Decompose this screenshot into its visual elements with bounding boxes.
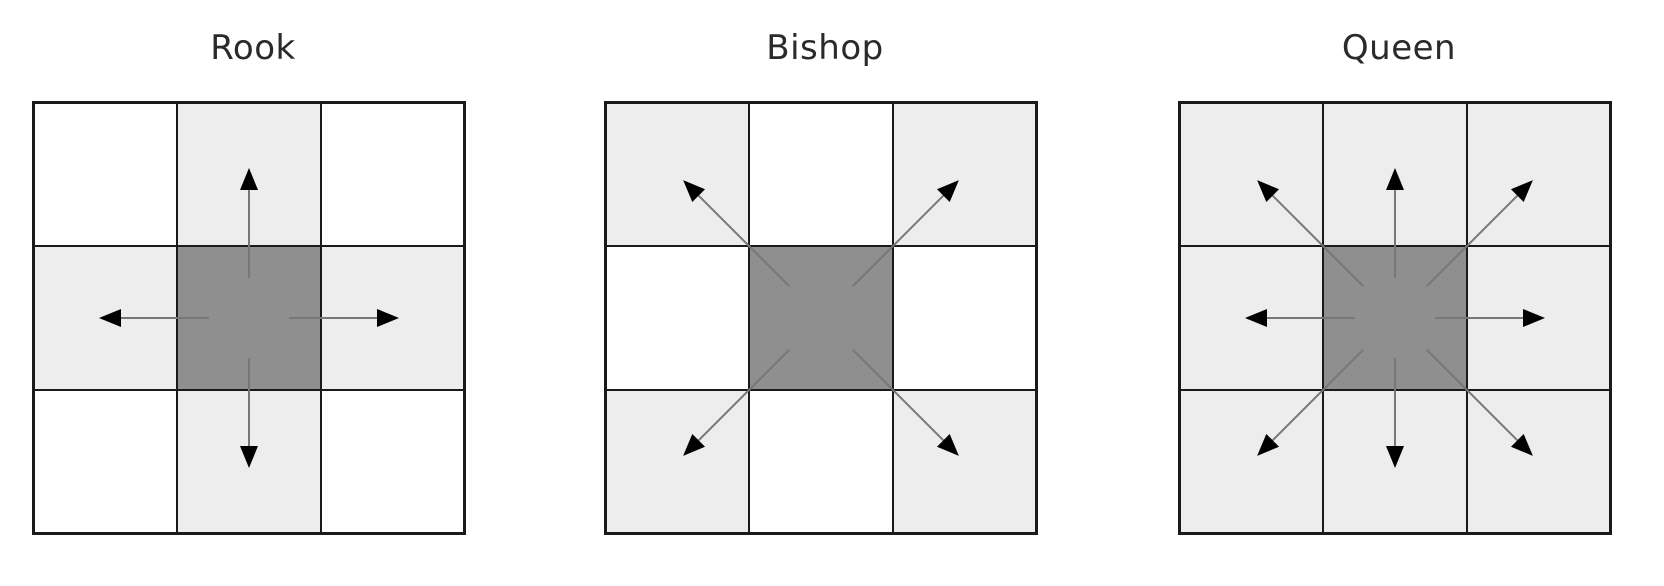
- rook-cell-empty: [32, 389, 178, 535]
- rook-arrow-head: [99, 309, 121, 327]
- queen-arrow-head: [1386, 446, 1404, 468]
- bishop-arrow-shaft: [697, 194, 790, 287]
- queen-arrow-shaft: [1426, 349, 1519, 442]
- queen-arrow-head: [1510, 433, 1533, 456]
- bishop-arrow-head: [683, 180, 706, 203]
- bishop-cell-empty: [748, 389, 894, 535]
- rook-arrow-left: [99, 309, 209, 327]
- bishop-board: [604, 101, 1038, 535]
- rook-diagram: Rook: [32, 0, 473, 586]
- queen-arrow-up-right: [1426, 180, 1533, 287]
- rook-cell-empty: [320, 101, 466, 247]
- rook-arrow-head: [240, 446, 258, 468]
- queen-diagram: Queen: [1178, 0, 1619, 586]
- rook-arrow-head: [240, 168, 258, 190]
- bishop-arrow-shaft: [852, 194, 945, 287]
- rook-title: Rook: [210, 28, 296, 68]
- bishop-arrow-up-right: [852, 180, 959, 287]
- bishop-arrow-down-left: [683, 349, 790, 456]
- rook-arrow-down: [240, 358, 258, 468]
- queen-arrow-down-right: [1426, 349, 1533, 456]
- rook-board-border: [33, 102, 465, 534]
- queen-arrow-shaft: [1426, 194, 1519, 287]
- bishop-arrow-up-left: [683, 180, 790, 287]
- queen-arrow-head: [1386, 168, 1404, 190]
- queen-arrow-head: [1257, 433, 1280, 456]
- bishop-arrow-head: [683, 433, 706, 456]
- bishop-title: Bishop: [766, 28, 884, 68]
- queen-arrow-shaft: [1271, 349, 1364, 442]
- queen-arrow-head: [1257, 180, 1280, 203]
- queen-arrow-up-left: [1257, 180, 1364, 287]
- bishop-board-border: [605, 102, 1037, 534]
- queen-board-border: [1179, 102, 1611, 534]
- queen-board: [1178, 101, 1612, 535]
- rook-arrow-right: [289, 309, 399, 327]
- queen-arrow-head: [1523, 309, 1545, 327]
- bishop-arrow-shaft: [697, 349, 790, 442]
- queen-title: Queen: [1341, 28, 1457, 68]
- bishop-cell-empty: [892, 245, 1038, 391]
- bishop-diagram: Bishop: [604, 0, 1045, 586]
- bishop-arrow-head: [936, 433, 959, 456]
- rook-cell-empty: [320, 389, 466, 535]
- rook-cell-empty: [32, 101, 178, 247]
- bishop-cell-empty: [748, 101, 894, 247]
- queen-arrow-down: [1386, 358, 1404, 468]
- queen-arrow-shaft: [1271, 194, 1364, 287]
- queen-arrow-head: [1510, 180, 1533, 203]
- rook-board: [32, 101, 466, 535]
- bishop-arrow-head: [936, 180, 959, 203]
- queen-arrow-right: [1435, 309, 1545, 327]
- rook-arrow-head: [377, 309, 399, 327]
- bishop-arrow-down-right: [852, 349, 959, 456]
- bishop-arrow-shaft: [852, 349, 945, 442]
- queen-arrow-up: [1386, 168, 1404, 278]
- queen-arrow-head: [1245, 309, 1267, 327]
- bishop-cell-empty: [604, 245, 750, 391]
- queen-arrow-down-left: [1257, 349, 1364, 456]
- queen-arrow-left: [1245, 309, 1355, 327]
- rook-arrow-up: [240, 168, 258, 278]
